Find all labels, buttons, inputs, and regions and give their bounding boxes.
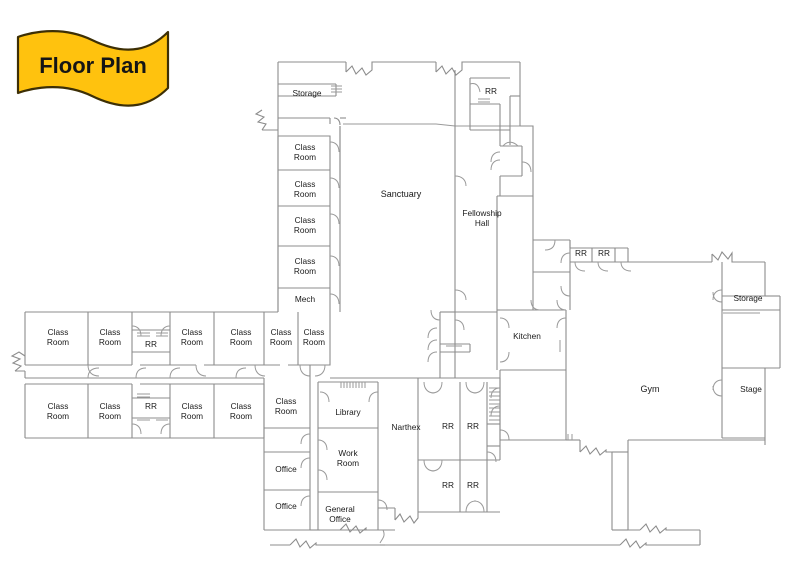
room-label-storage-north: Storage [292, 88, 321, 98]
room-label-rr-west-bottom: RR [145, 401, 157, 411]
west-wing-walls [10, 311, 331, 439]
title-banner: Floor Plan [16, 30, 170, 107]
east-wing-walls [427, 196, 781, 549]
room-label-rr-narthex-2: RR [467, 421, 479, 431]
room-label-office-2: Office [275, 501, 297, 511]
room-label-rr-narthex-3: RR [442, 480, 454, 490]
room-label-kitchen: Kitchen [513, 331, 541, 341]
room-label-rr-west-top: RR [145, 339, 157, 349]
room-label-rr-north: RR [485, 86, 497, 96]
room-label-rr-kitchen-1: RR [575, 248, 587, 258]
room-label-mech: Mech [295, 294, 316, 304]
north-block-walls [254, 61, 534, 312]
room-label-library: Library [335, 407, 361, 417]
room-label-rr-narthex-4: RR [467, 480, 479, 490]
room-label-rr-narthex-1: RR [442, 421, 454, 431]
banner-title-text: Floor Plan [39, 53, 147, 78]
room-label-sanctuary: Sanctuary [381, 189, 422, 199]
room-label-narthex: Narthex [391, 422, 421, 432]
room-label-rr-kitchen-2: RR [598, 248, 610, 258]
room-label-gym: Gym [641, 384, 660, 394]
south-center-walls [263, 365, 600, 549]
room-label-office-1: Office [275, 464, 297, 474]
room-label-storage-east: Storage [733, 293, 762, 303]
banner-ribbon-shape [16, 30, 170, 107]
room-label-stage: Stage [740, 384, 762, 394]
